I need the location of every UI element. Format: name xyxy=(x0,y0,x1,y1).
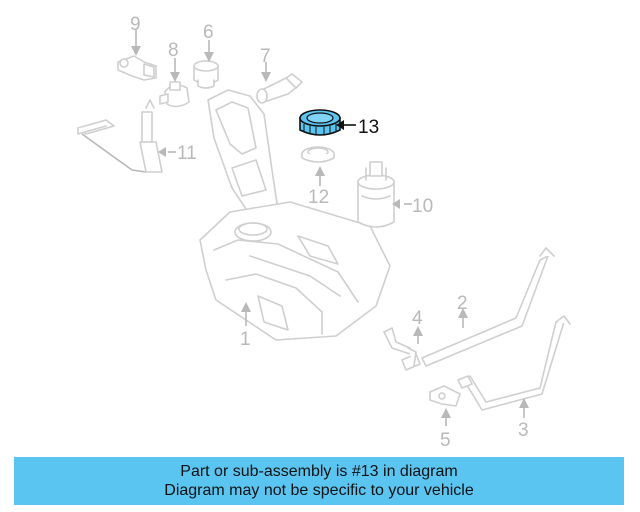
part-6-regulator xyxy=(193,60,219,89)
callout-6: 6 xyxy=(203,22,214,43)
part-3-strap xyxy=(457,315,571,411)
callout-4: 4 xyxy=(412,308,423,329)
callout-12: 12 xyxy=(308,187,329,208)
parts-diagram: 9 8 6 7 11 xyxy=(77,14,571,451)
part-8-valve xyxy=(159,81,190,108)
callout-1: 1 xyxy=(240,329,251,350)
info-banner: Part or sub-assembly is #13 in diagram D… xyxy=(14,457,624,505)
part-5-clip xyxy=(429,385,461,407)
callout-3: 3 xyxy=(518,420,529,441)
callout-9: 9 xyxy=(130,14,141,35)
part-12-seal xyxy=(301,146,335,163)
part-10-fuel-pump xyxy=(357,161,395,228)
banner-line-1: Part or sub-assembly is #13 in diagram xyxy=(180,463,458,480)
callout-13: 13 xyxy=(358,117,379,138)
callout-10: 10 xyxy=(412,196,433,217)
callout-5: 5 xyxy=(440,430,451,451)
part-7-hose xyxy=(256,73,303,104)
callout-7: 7 xyxy=(260,46,271,67)
part-4-bracket xyxy=(383,327,417,367)
callout-8: 8 xyxy=(168,40,179,61)
callout-11: 11 xyxy=(177,143,197,164)
part-13-fuel-cap xyxy=(299,109,341,136)
part-9-sensor xyxy=(117,55,157,81)
part-11-sending-unit xyxy=(77,99,163,173)
callout-2: 2 xyxy=(457,293,468,314)
part-2-strap xyxy=(401,247,555,371)
banner-line-2: Diagram may not be specific to your vehi… xyxy=(164,482,474,499)
